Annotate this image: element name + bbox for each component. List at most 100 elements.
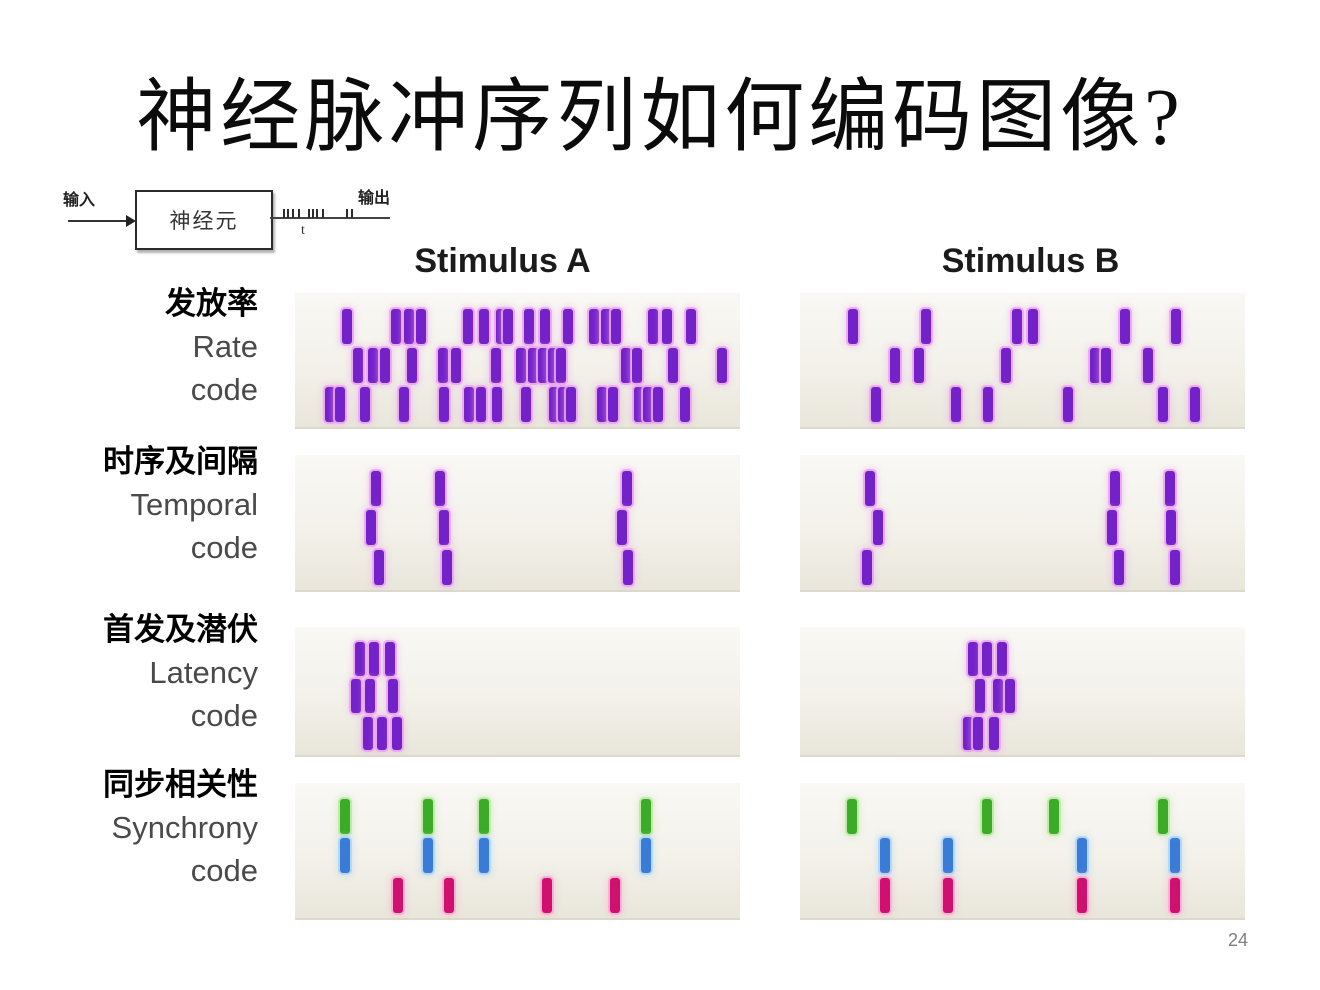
spike-purple: [388, 679, 399, 713]
spike-purple: [392, 716, 403, 750]
row-label-synchrony-en2: code: [190, 853, 258, 888]
row-label-latency-en2: code: [190, 698, 258, 733]
spike-purple: [1142, 347, 1153, 383]
spike-green: [340, 799, 351, 835]
spike-tick: [298, 209, 300, 218]
time-axis-label: t: [301, 223, 305, 238]
spike-purple: [647, 309, 658, 344]
spike-purple: [565, 386, 576, 422]
spike-green: [847, 799, 858, 835]
spike-purple: [653, 386, 664, 422]
spike-purple: [516, 347, 527, 383]
spike-purple: [997, 642, 1008, 676]
row-label-temporal-en1: Temporal: [130, 487, 259, 522]
spike-blue: [478, 838, 489, 874]
spike-purple: [415, 309, 426, 344]
spike-purple: [597, 386, 608, 422]
spike-tick: [287, 209, 289, 218]
spike-purple: [982, 386, 993, 422]
spike-purple: [463, 309, 474, 344]
spike-purple: [557, 386, 568, 422]
spike-blue: [1170, 838, 1181, 874]
spike-pink: [610, 877, 621, 913]
spike-pink: [943, 877, 954, 913]
spike-blue: [943, 838, 954, 874]
spike-purple: [359, 386, 370, 422]
spike-pink: [1170, 877, 1181, 913]
neuron-diagram: 输入 神经元 t 输出: [0, 0, 420, 250]
spike-purple: [662, 309, 673, 344]
spike-purple: [968, 642, 979, 676]
spike-purple: [1171, 309, 1182, 344]
spike-purple: [334, 386, 345, 422]
spike-purple: [974, 679, 985, 713]
spike-purple: [601, 309, 612, 344]
spike-purple: [548, 386, 559, 422]
spike-tick: [308, 209, 310, 218]
spike-purple: [355, 642, 366, 676]
raster-panel-latency-B: [800, 627, 1245, 757]
spike-purple: [617, 510, 628, 546]
spike-purple: [642, 386, 653, 422]
spike-green: [981, 799, 992, 835]
spike-purple: [610, 309, 621, 344]
spike-purple: [362, 716, 373, 750]
spike-purple: [353, 347, 364, 383]
spike-purple: [1012, 309, 1023, 344]
row-label-synchrony: 同步相关性 Synchrony code: [30, 763, 258, 892]
spike-purple: [847, 309, 858, 344]
spike-purple: [667, 347, 678, 383]
spike-green: [640, 799, 651, 835]
spike-purple: [622, 549, 633, 585]
spike-purple: [492, 386, 503, 422]
spike-purple: [621, 347, 632, 383]
spike-purple: [872, 510, 883, 546]
spike-purple: [351, 679, 362, 713]
neuron-box-label: 神经元: [169, 210, 239, 233]
spike-purple: [679, 386, 690, 422]
spike-purple: [496, 309, 507, 344]
spike-purple: [369, 642, 380, 676]
spike-purple: [371, 471, 382, 507]
spike-purple: [1001, 347, 1012, 383]
spike-purple: [589, 309, 600, 344]
spike-purple: [862, 549, 873, 585]
spike-purple: [973, 716, 983, 750]
spike-green: [422, 799, 433, 835]
raster-panel-rate-B: [800, 293, 1245, 429]
stimulus-b-header: Stimulus B: [941, 242, 1120, 280]
row-label-latency-zh: 首发及潜伏: [103, 612, 258, 647]
spike-purple: [1170, 549, 1181, 585]
spike-purple: [342, 309, 353, 344]
spike-purple: [633, 386, 644, 422]
spike-pink: [879, 877, 890, 913]
spike-purple: [1158, 386, 1169, 422]
spike-purple: [632, 347, 643, 383]
spike-pink: [542, 877, 553, 913]
spike-tick: [292, 209, 294, 218]
spike-purple: [537, 347, 548, 383]
spike-purple: [717, 347, 728, 383]
spike-purple: [1190, 386, 1201, 422]
spike-purple: [503, 309, 514, 344]
spike-purple: [981, 642, 992, 676]
spike-purple: [442, 549, 453, 585]
spike-pink: [393, 877, 404, 913]
raster-panel-synchrony-A: [295, 783, 740, 920]
spike-purple: [403, 309, 414, 344]
spike-purple: [407, 347, 418, 383]
spike-purple: [548, 347, 559, 383]
spike-purple: [556, 347, 567, 383]
spike-purple: [391, 309, 401, 344]
spike-purple: [1062, 386, 1073, 422]
neuron-box: 神经元: [135, 190, 273, 250]
spike-purple: [920, 309, 931, 344]
row-label-rate-en2: code: [190, 372, 258, 407]
spike-purple: [1110, 471, 1121, 507]
spike-blue: [640, 838, 651, 874]
row-label-synchrony-zh: 同步相关性: [103, 767, 258, 802]
spike-purple: [367, 347, 378, 383]
spike-purple: [608, 386, 619, 422]
spike-purple: [1164, 471, 1175, 507]
